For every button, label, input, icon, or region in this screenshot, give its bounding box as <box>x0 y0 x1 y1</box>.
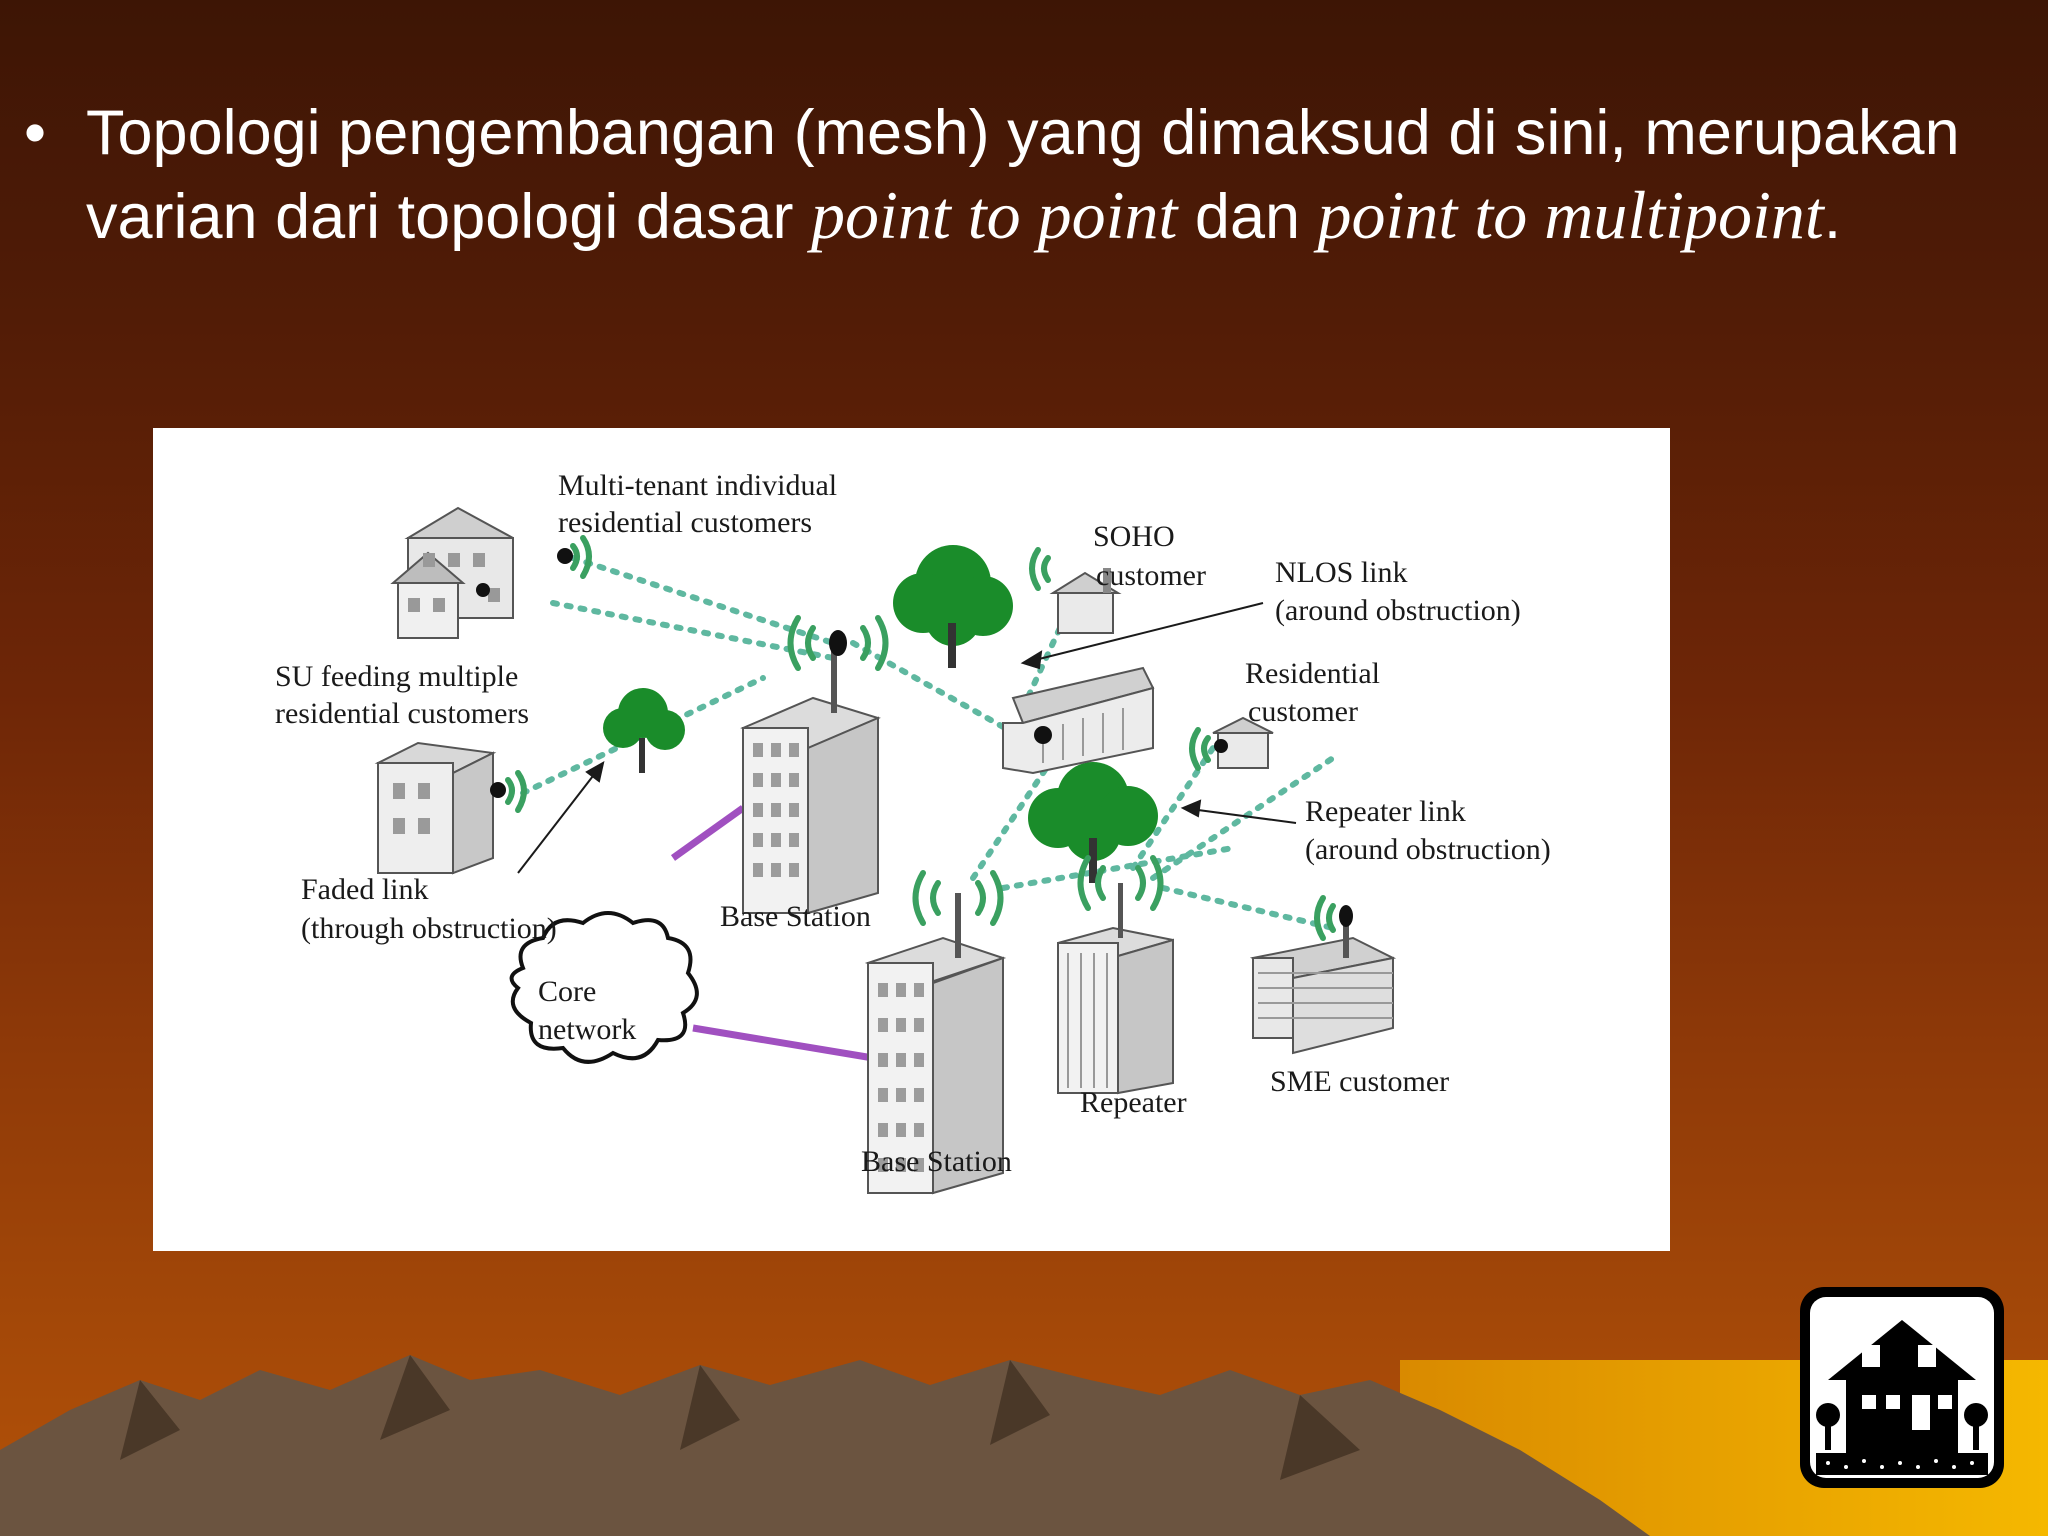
signal-arcs <box>505 535 1336 941</box>
label-repeater: Repeater <box>1080 1086 1187 1119</box>
label-su-line1: SU feeding multiple <box>275 660 518 693</box>
link-repeater-residential <box>1130 745 1216 871</box>
link-multitenant2-basestation <box>550 600 836 661</box>
label-faded-line1: Faded link <box>301 873 429 906</box>
label-base-station-bottom: Base Station <box>861 1145 1012 1178</box>
mountain-backdrop <box>0 1355 2048 1536</box>
label-multitenant-line2: residential customers <box>558 506 812 539</box>
bullet-text-part1: Topologi pengembangan (mesh) yang dimaks… <box>86 98 1960 252</box>
label-repeater-link-line2: (around obstruction) <box>1305 833 1551 866</box>
label-multitenant-line1: Multi-tenant individual <box>558 469 837 502</box>
label-su-line2: residential customers <box>275 697 529 730</box>
signal-base-top <box>787 615 889 671</box>
label-core-line1: Core <box>538 975 596 1008</box>
signal-repeater <box>1077 855 1164 911</box>
label-soho-line1: SOHO <box>1093 520 1175 553</box>
link-basestation2-repeater <box>1000 845 1236 891</box>
residential-customer-house <box>1212 716 1274 769</box>
link-multitenant-basestation <box>570 555 836 646</box>
mesh-topology-figure: Multi-tenant individual residential cust… <box>153 428 1670 1251</box>
backhaul-bottom <box>692 1024 874 1062</box>
tree-middle <box>1028 762 1158 883</box>
su-building <box>374 741 506 875</box>
label-faded-line2: (through obstruction) <box>301 912 557 945</box>
link-repeater-sme <box>1160 885 1336 931</box>
bullet-text-block: • Topologi pengembangan (mesh) yang dima… <box>24 92 1984 258</box>
arrow-repeater-link <box>1182 807 1297 824</box>
backhaul-links <box>670 805 874 1062</box>
annotation-arrows <box>517 602 1297 874</box>
repeater-building <box>1057 883 1174 1095</box>
link-repeater-residential2 <box>1150 755 1336 881</box>
mesh-topology-diagram: Multi-tenant individual residential cust… <box>275 469 1551 1195</box>
signal-multitenant <box>570 535 592 579</box>
bullet-text-part2: dan <box>1177 182 1318 252</box>
soho-building <box>1049 568 1122 634</box>
signal-sme <box>1314 895 1336 941</box>
arrow-faded-head <box>585 761 605 783</box>
core-network-cloud <box>509 911 699 1064</box>
signal-su <box>505 770 527 813</box>
bullet-symbol: • <box>24 98 47 168</box>
base-station-top <box>740 630 881 915</box>
label-nlos-line1: NLOS link <box>1275 556 1408 589</box>
label-core-line2: network <box>538 1013 636 1046</box>
arrow-nlos-head <box>1020 650 1043 670</box>
mountain-shadows <box>120 1355 1360 1480</box>
house-icon <box>1800 1287 2004 1488</box>
residential-building <box>1002 666 1155 775</box>
diagram-labels: Multi-tenant individual residential cust… <box>275 469 1551 1178</box>
label-residential-line2: customer <box>1248 695 1358 728</box>
backhaul-top <box>670 805 746 861</box>
bullet-paragraph: Topologi pengembangan (mesh) yang dimaks… <box>86 92 1984 258</box>
bullet-italic-point-to-multipoint: point to multipoint <box>1317 177 1824 253</box>
signal-residential <box>1189 727 1211 771</box>
label-base-station-top: Base Station <box>720 900 871 933</box>
link-basestation2-residential <box>970 725 1076 881</box>
label-sme: SME customer <box>1270 1065 1449 1098</box>
bullet-italic-point-to-point: point to point <box>810 177 1178 253</box>
arrow-faded <box>517 762 604 874</box>
tree-top <box>893 545 1013 668</box>
base-station-bottom <box>864 893 1007 1195</box>
arrow-nlos <box>1022 602 1264 664</box>
trees <box>603 545 1158 883</box>
signal-soho <box>1029 547 1051 591</box>
label-soho-line2: customer <box>1096 559 1206 592</box>
label-nlos-line2: (around obstruction) <box>1275 594 1521 627</box>
label-residential-line1: Residential <box>1245 657 1380 690</box>
sme-building <box>1249 905 1397 1055</box>
house-badge <box>1798 1285 2006 1490</box>
signal-base-bottom <box>912 870 1004 926</box>
label-repeater-link-line1: Repeater link <box>1305 795 1466 828</box>
bullet-text-part3: . <box>1823 182 1842 252</box>
link-su-basestation <box>520 675 766 796</box>
link-soho <box>1020 575 1086 711</box>
multitenant-houses <box>390 506 573 639</box>
arrow-repeater-head <box>1180 799 1202 818</box>
tree-left <box>603 688 685 773</box>
